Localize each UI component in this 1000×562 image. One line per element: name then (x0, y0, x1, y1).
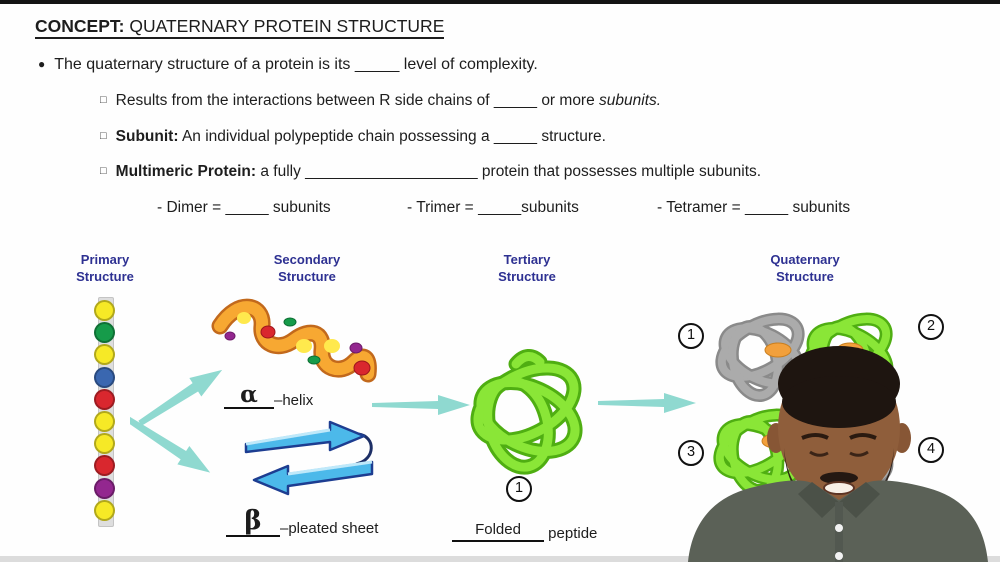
amino-acid-bead (94, 477, 115, 499)
helix-suffix-text: –helix (274, 392, 314, 409)
bottom-border (0, 556, 1000, 562)
subbullet-text2: structure. (541, 128, 606, 145)
subbullet-results: □ Results from the interactions between R… (100, 92, 661, 110)
label-line: Structure (498, 268, 556, 284)
tetramer-label: - Tetramer = (657, 199, 741, 216)
top-border (0, 0, 1000, 4)
label-line: Structure (776, 268, 834, 284)
subbullet-text: Results from the interactions between R … (115, 92, 490, 109)
subunit-badge-2: 2 (918, 314, 944, 340)
trimer-label: - Trimer = (407, 199, 474, 216)
arrow-secondary-to-tertiary (372, 395, 470, 415)
fill-blank: _____ (493, 128, 537, 145)
amino-acid-bead (94, 388, 115, 410)
secondary-structure-label: Secondary Structure (247, 252, 367, 286)
helix-residue-dots (224, 312, 371, 376)
subbullet-text2: or more (541, 92, 595, 109)
beta-sheet-illustration (244, 420, 374, 496)
subbullet-multimeric: □ Multimeric Protein: a fully ___________… (100, 163, 761, 181)
trimer-units: subunits (521, 199, 579, 216)
fill-blank: _____ (493, 92, 537, 109)
trimer-item: - Trimer = _____subunits (407, 199, 579, 217)
subbullet-text: a fully (260, 163, 301, 180)
label-line: Primary (80, 252, 130, 267)
folded-peptide-label: Folded peptide (452, 520, 597, 542)
alpha-helix-label: α–helix (224, 383, 313, 409)
fill-blank: _____ (225, 199, 269, 216)
subunit-term: Subunit: (115, 128, 179, 145)
tertiary-structure-label: Tertiary Structure (467, 252, 587, 286)
page-title: CONCEPT: QUATERNARY PROTEIN STRUCTURE (35, 16, 445, 39)
dimer-item: - Dimer = _____ subunits (157, 199, 331, 217)
heme-core (764, 342, 792, 358)
tetramer-item: - Tetramer = _____ subunits (657, 199, 850, 217)
subunit-badge-1-tertiary: 1 (506, 476, 532, 502)
diverging-arrows (130, 369, 223, 473)
arrow-to-beta-sheet (130, 416, 211, 473)
fill-blank: _____ (745, 199, 789, 216)
square-bullet-icon: □ (100, 130, 107, 142)
instructor-head (767, 346, 911, 512)
multimeric-term: Multimeric Protein: (115, 163, 257, 180)
alpha-helix-illustration (211, 298, 377, 383)
alpha-answer-blank: α (224, 383, 274, 409)
amino-acid-bead (94, 344, 115, 366)
title-concept-label: CONCEPT: (35, 16, 125, 36)
primary-structure-label: Primary Structure (45, 252, 165, 286)
beta-answer-blank: β (226, 508, 280, 537)
label-line: Structure (278, 268, 336, 284)
bullet-icon: ● (38, 57, 46, 71)
amino-acid-bead (94, 411, 115, 432)
fill-blank: _____ (478, 199, 522, 216)
instructor-webcam-overlay (688, 346, 988, 562)
bullet-main-text2: level of complexity. (403, 56, 538, 73)
folded-answer-blank: Folded (452, 520, 544, 542)
dimer-units: subunits (272, 199, 331, 216)
amino-acid-bead (94, 300, 115, 321)
amino-acid-bead (94, 433, 115, 455)
label-line: Structure (76, 268, 134, 284)
amino-acid-chain (94, 300, 116, 522)
title-text: QUATERNARY PROTEIN STRUCTURE (129, 16, 445, 36)
fill-blank: ____________________ (305, 163, 478, 180)
label-line: Secondary (273, 252, 341, 267)
square-bullet-icon: □ (100, 165, 107, 177)
subbullet-text: An individual polypeptide chain possessi… (181, 128, 490, 145)
subunits-term: subunits. (599, 92, 662, 109)
amino-acid-bead (94, 455, 115, 477)
label-line: Tertiary (503, 252, 551, 267)
arrow-to-alpha-helix (138, 369, 223, 426)
label-line: Quaternary (770, 252, 840, 267)
subunit-badge-1: 1 (678, 323, 704, 349)
square-bullet-icon: □ (100, 94, 107, 106)
quaternary-structure-label: Quaternary Structure (745, 252, 865, 286)
subunit-badge-4: 4 (918, 437, 944, 463)
instructor-shirt (688, 480, 988, 562)
beta-sheet-label: β–pleated sheet (226, 508, 378, 537)
sheet-suffix-text: –pleated sheet (280, 520, 379, 537)
subbullet-text2: protein that possesses multiple subunits… (481, 163, 762, 180)
bullet-main: ● The quaternary structure of a protein i… (38, 56, 538, 74)
amino-acid-bead (94, 322, 115, 344)
tertiary-knot-illustration (470, 349, 583, 475)
amino-acid-bead (94, 499, 115, 521)
fill-blank: _____ (354, 56, 400, 73)
bullet-main-text: The quaternary structure of a protein is… (54, 56, 351, 73)
subbullet-subunit: □ Subunit: An individual polypeptide chai… (100, 128, 606, 146)
subunit-badge-3: 3 (678, 440, 704, 466)
dimer-label: - Dimer = (157, 199, 222, 216)
amino-acid-bead (94, 366, 115, 388)
peptide-suffix-text: peptide (548, 525, 598, 542)
tetramer-units: subunits (792, 199, 851, 216)
arrow-tertiary-to-quaternary (598, 393, 696, 413)
